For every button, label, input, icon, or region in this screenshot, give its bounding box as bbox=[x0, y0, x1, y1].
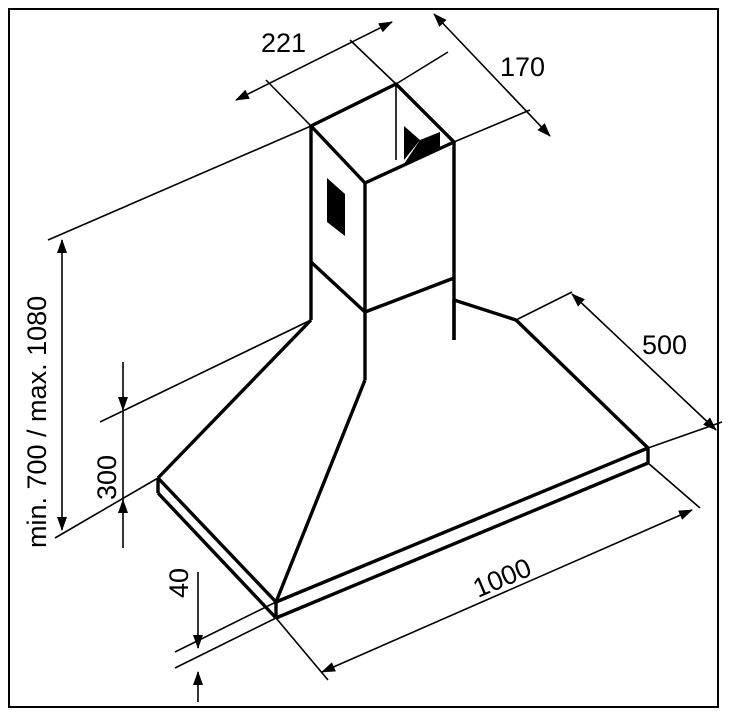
vent-grille-icon bbox=[404, 132, 440, 164]
vent-grille-icon bbox=[404, 126, 420, 160]
chimney bbox=[309, 82, 456, 380]
dim-canopy-width: 1000 bbox=[469, 552, 536, 603]
dim-chimney-width: 221 bbox=[261, 28, 306, 58]
canopy bbox=[156, 298, 650, 620]
dim-chimney-depth: 170 bbox=[500, 52, 545, 82]
dim-base-thickness: 40 bbox=[164, 568, 194, 598]
dim-total-height: min. 700 / max. 1080 bbox=[22, 296, 52, 548]
dim-canopy-depth: 500 bbox=[642, 330, 687, 360]
dimension-lines bbox=[47, 13, 723, 702]
dim-canopy-height: 300 bbox=[92, 455, 122, 500]
vent-grille-icon bbox=[327, 178, 345, 236]
